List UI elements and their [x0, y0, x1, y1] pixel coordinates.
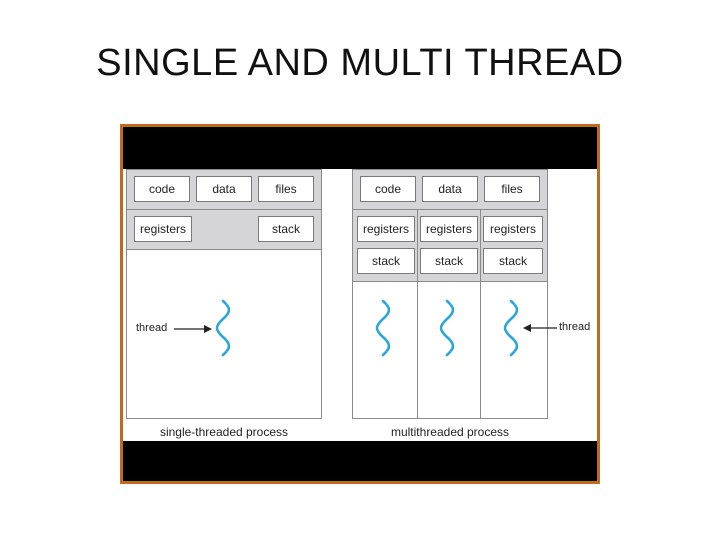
multi-stack-box-2: stack: [420, 248, 478, 274]
multi-thread-band: registers registers registers stack stac…: [353, 210, 547, 282]
multi-registers-box-3: registers: [483, 216, 543, 242]
single-stack-box: stack: [258, 216, 314, 242]
multi-registers-box-2: registers: [420, 216, 478, 242]
multi-thread-label: thread: [559, 321, 591, 333]
single-threaded-process: code data files registers stack thread: [126, 169, 322, 419]
thread-wave-icon: [375, 299, 391, 357]
single-registers-box: registers: [134, 216, 192, 242]
thread-divider: [417, 282, 418, 418]
multi-caption: multithreaded process: [390, 425, 510, 439]
thread-wave-icon: [215, 299, 231, 357]
multithreaded-process: code data files registers registers regi…: [352, 169, 548, 419]
single-data-box: data: [196, 176, 252, 202]
thread-diagram: code data files registers stack thread s…: [120, 124, 600, 484]
multi-shared-band: code data files: [353, 170, 547, 210]
thread-divider: [417, 210, 418, 282]
diagram-canvas: code data files registers stack thread s…: [123, 169, 597, 441]
slide-title: SINGLE AND MULTI THREAD: [96, 42, 624, 84]
thread-divider: [480, 282, 481, 418]
thread-divider: [480, 210, 481, 282]
single-thread-band: registers stack: [127, 210, 321, 250]
multi-registers-box-1: registers: [357, 216, 415, 242]
single-code-box: code: [134, 176, 190, 202]
arrow-left-icon: [523, 324, 557, 332]
single-thread-label: thread: [136, 322, 168, 334]
arrow-right-icon: [174, 325, 212, 333]
multi-data-box: data: [422, 176, 478, 202]
multi-files-box: files: [484, 176, 540, 202]
single-files-box: files: [258, 176, 314, 202]
multi-code-box: code: [360, 176, 416, 202]
multi-stack-box-3: stack: [483, 248, 543, 274]
thread-wave-icon: [439, 299, 455, 357]
single-shared-band: code data files: [127, 170, 321, 210]
multi-stack-box-1: stack: [357, 248, 415, 274]
thread-wave-icon: [503, 299, 519, 357]
single-caption: single-threaded process: [159, 425, 289, 439]
